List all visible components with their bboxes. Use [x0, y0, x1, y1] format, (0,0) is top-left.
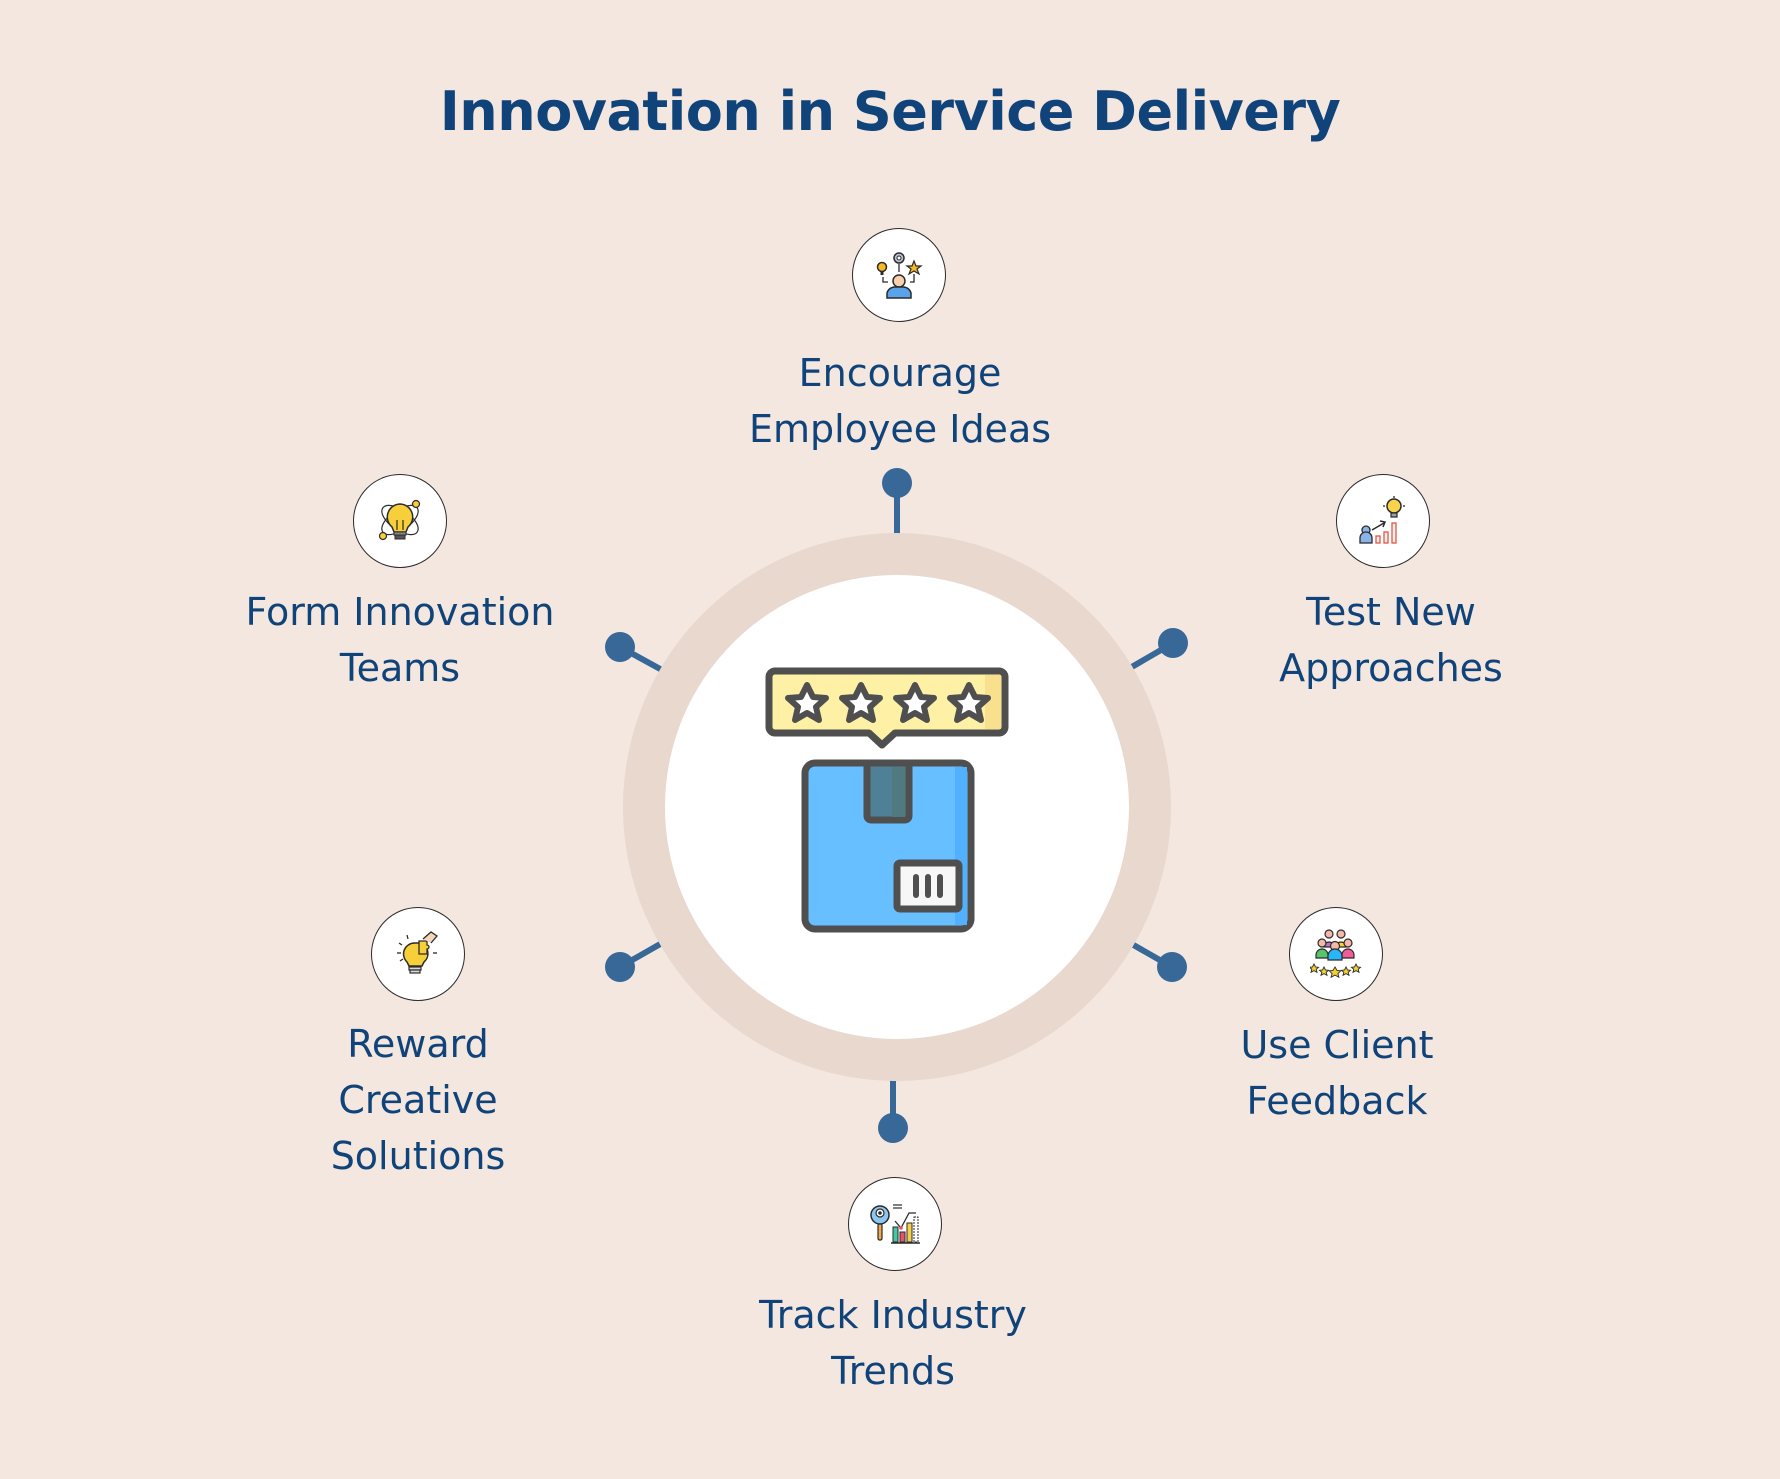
node-icon-track-industry-trends — [848, 1177, 942, 1271]
puzzle-bulb-icon — [397, 931, 438, 974]
connector-dot-top-right — [1158, 628, 1188, 658]
node-icon-test-new-approaches — [1336, 474, 1430, 568]
connector-dot-bottom-right — [1157, 952, 1187, 982]
node-label-test-new-approaches: Test New Approaches — [1279, 590, 1503, 690]
page-title: Innovation in Service Delivery — [439, 80, 1341, 143]
star-icon — [785, 682, 829, 723]
connector-dot-top — [882, 468, 912, 498]
node-label-use-client-feedback: Use Client Feedback — [1240, 1023, 1434, 1123]
star-icon — [947, 682, 991, 723]
employee-ideas-icon — [876, 252, 923, 299]
growth-idea-icon — [1359, 496, 1405, 544]
star-icon — [893, 682, 937, 723]
node-label-encourage-employee-ideas: Encourage Employee Ideas — [748, 351, 1052, 451]
connector-dot-bottom — [878, 1113, 908, 1143]
connector-dot-bottom-left — [605, 952, 635, 982]
node-icon-reward-creative-solutions — [371, 907, 465, 1001]
package-rating-icon — [765, 665, 1015, 944]
star-icon — [839, 682, 883, 723]
node-label-reward-creative-solutions: Reward Creative Solutions — [330, 1022, 506, 1178]
innovation-bulb-icon — [378, 499, 421, 541]
node-icon-form-innovation-teams — [353, 474, 447, 568]
node-label-track-industry-trends: Track Industry Trends — [759, 1293, 1027, 1393]
node-icon-use-client-feedback — [1289, 907, 1383, 1001]
trend-analysis-icon — [870, 1204, 920, 1244]
connector-dot-top-left — [605, 632, 635, 662]
node-icon-encourage-employee-ideas — [852, 228, 946, 322]
node-label-form-innovation-teams: Form Innovation Teams — [245, 590, 555, 690]
client-feedback-icon — [1310, 929, 1362, 979]
